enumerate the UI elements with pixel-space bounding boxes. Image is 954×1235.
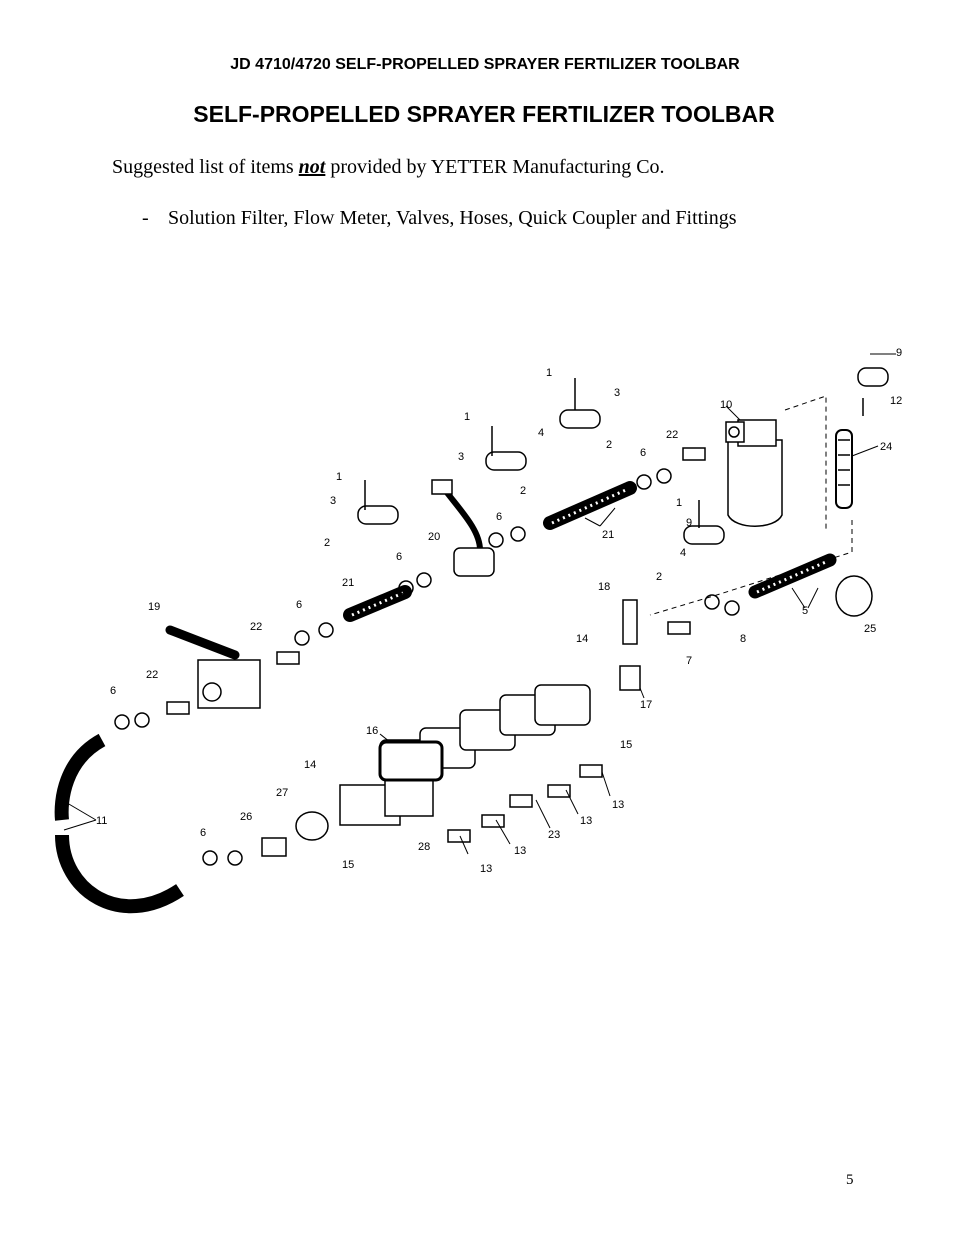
page-number: 5 <box>846 1172 854 1188</box>
callout-label: 1 <box>676 497 682 509</box>
callout-label: 24 <box>880 441 892 453</box>
callout-label: 7 <box>686 655 692 667</box>
callout-label: 6 <box>110 685 116 697</box>
callout-label: 1 <box>336 471 342 483</box>
callout-label: 19 <box>148 601 160 613</box>
callout-label: 18 <box>598 581 610 593</box>
callout-label: 6 <box>496 511 502 523</box>
callout-label: 4 <box>538 427 544 439</box>
page-title: SELF-PROPELLED SPRAYER FERTILIZER TOOLBA… <box>193 101 775 127</box>
callout-label: 1 <box>464 411 470 423</box>
callout-label: 9 <box>896 347 902 359</box>
callout-label: 8 <box>740 633 746 645</box>
callout-label: 3 <box>458 451 464 463</box>
callout-label: 23 <box>548 829 560 841</box>
callout-label: 3 <box>330 495 336 507</box>
callout-label: 6 <box>296 599 302 611</box>
callout-label: 28 <box>418 841 430 853</box>
callout-label: 20 <box>428 531 440 543</box>
callout-label: 2 <box>606 439 612 451</box>
callout-label: 25 <box>864 623 876 635</box>
callout-label: 10 <box>720 399 732 411</box>
callout-label: 13 <box>514 845 526 857</box>
callout-label: 9 <box>686 517 692 529</box>
callout-label: 6 <box>200 827 206 839</box>
callout-label: 17 <box>640 699 652 711</box>
callout-label: 14 <box>576 633 588 645</box>
callout-label: 14 <box>304 759 316 771</box>
list-item: -Solution Filter, Flow Meter, Valves, Ho… <box>142 207 737 230</box>
callout-label: 3 <box>614 387 620 399</box>
callout-label: 12 <box>890 395 902 407</box>
list-dash: - <box>142 207 149 229</box>
callout-label: 22 <box>666 429 678 441</box>
callout-label: 13 <box>612 799 624 811</box>
intro-emphasis: not <box>298 156 326 178</box>
callout-label: 15 <box>620 739 632 751</box>
callout-label: 2 <box>324 537 330 549</box>
callout-label: 26 <box>240 811 252 823</box>
callout-label: 21 <box>602 529 614 541</box>
callout-label: 1 <box>546 367 552 379</box>
parts-diagram: 9 12 1 3 10 24 1 4 2 22 3 2 6 1 3 2 6 21… <box>54 347 902 914</box>
document-header: JD 4710/4720 SELF-PROPELLED SPRAYER FERT… <box>230 56 740 73</box>
callout-label: 2 <box>520 485 526 497</box>
callout-label: 27 <box>276 787 288 799</box>
intro-text-before: Suggested list of items <box>112 156 299 178</box>
intro-paragraph: Suggested list of items not provided by … <box>112 156 665 179</box>
callout-label: 22 <box>250 621 262 633</box>
callout-label: 13 <box>580 815 592 827</box>
callout-label: 16 <box>366 725 378 737</box>
callout-label: 2 <box>656 571 662 583</box>
callout-label: 13 <box>480 863 492 875</box>
callout-label: 22 <box>146 669 158 681</box>
callout-label: 21 <box>342 577 354 589</box>
callout-label: 5 <box>802 605 808 617</box>
callout-label: 15 <box>342 859 354 871</box>
intro-text-after: provided by YETTER Manufacturing Co. <box>325 156 665 178</box>
callout-label: 6 <box>396 551 402 563</box>
callout-label: 11 <box>96 815 107 827</box>
list-item-text: Solution Filter, Flow Meter, Valves, Hos… <box>168 207 737 229</box>
callout-label: 4 <box>680 547 686 559</box>
callout-label: 6 <box>640 447 646 459</box>
